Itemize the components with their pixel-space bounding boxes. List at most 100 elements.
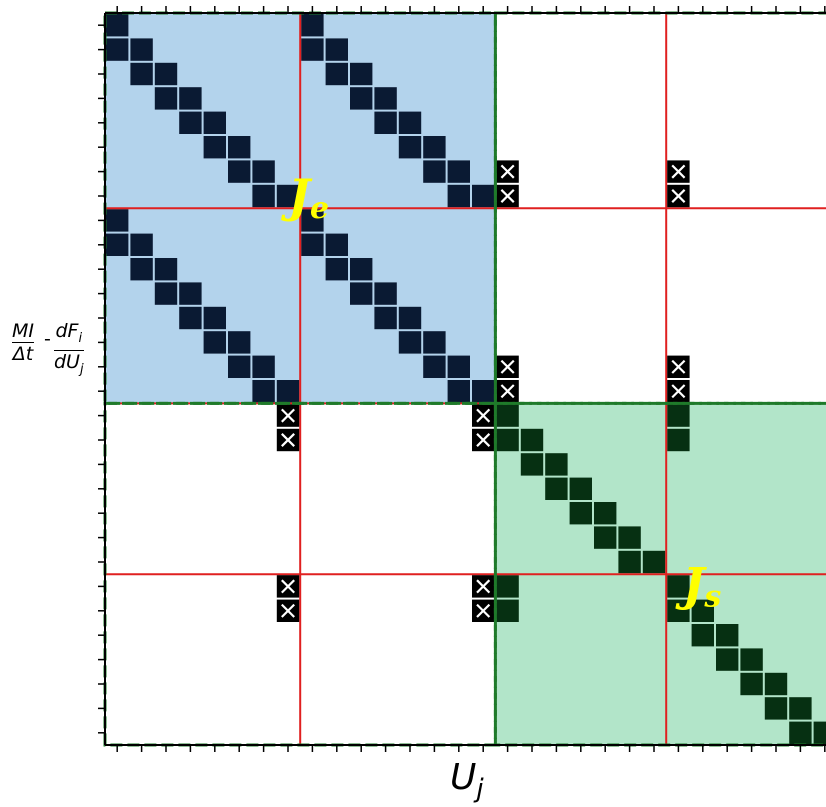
coupling-x-mark — [476, 579, 491, 594]
jacobian-entry — [179, 282, 202, 305]
jacobian-entry — [716, 648, 739, 671]
jacobian-entry — [228, 136, 251, 159]
jacobian-entry — [301, 14, 324, 37]
jacobian-entry — [203, 111, 226, 134]
jacobian-entry — [691, 624, 714, 647]
jacobian-entry — [496, 404, 519, 427]
jacobian-entry — [569, 502, 592, 525]
x-axis-label: Uj — [450, 757, 484, 805]
jacobian-entry — [374, 306, 397, 330]
jacobian-entry — [764, 697, 788, 720]
jacobian-entry — [179, 306, 202, 330]
jacobian-entry — [398, 111, 422, 134]
jacobian-entry — [447, 355, 470, 378]
jacobian-entry — [252, 355, 275, 378]
jacobian-entry — [618, 526, 641, 549]
coupling-x-mark — [500, 384, 515, 399]
jacobian-entry — [130, 38, 153, 61]
jacobian-entry — [472, 380, 495, 403]
jacobian-entry — [154, 282, 178, 305]
jacobian-entry — [618, 550, 641, 574]
jacobian-entry — [423, 355, 446, 378]
coupling-x-mark — [281, 579, 295, 594]
coupling-x-mark — [281, 433, 295, 447]
jacobian-entry — [106, 209, 129, 232]
jacobian-entry — [520, 428, 544, 452]
jacobian-entry — [228, 160, 251, 183]
jacobian-entry — [569, 477, 592, 500]
jacobian-entry — [740, 648, 763, 671]
jacobian-entry — [667, 404, 690, 427]
jacobian-entry — [106, 14, 129, 37]
jacobian-entry — [276, 184, 300, 208]
jacobian-entry — [203, 306, 226, 330]
coupling-x-mark — [671, 384, 686, 399]
jacobian-entry — [325, 233, 348, 256]
jacobian-entry — [374, 282, 397, 305]
jacobian-entry — [130, 258, 153, 281]
jacobian-entry — [325, 38, 348, 61]
jacobian-entry — [594, 526, 617, 549]
jacobian-entry — [252, 380, 275, 403]
jacobian-entry — [447, 160, 470, 183]
jacobian-entry — [667, 428, 690, 452]
jacobian-entry — [203, 136, 226, 159]
jacobian-entry — [764, 672, 788, 696]
jacobian-entry — [301, 209, 324, 232]
coupling-x-mark — [671, 189, 686, 203]
coupling-x-mark — [476, 408, 491, 423]
jacobian-entry — [350, 62, 373, 86]
jacobian-entry — [325, 62, 348, 86]
jacobian-entry — [350, 282, 373, 305]
coupling-x-mark — [671, 359, 686, 374]
jacobian-entry — [276, 380, 300, 403]
coupling-x-mark — [500, 359, 515, 374]
jacobian-entry — [740, 672, 763, 696]
jacobian-entry — [203, 331, 226, 354]
jacobian-entry — [496, 575, 519, 598]
jacobian-entry — [350, 258, 373, 281]
mass-term-fraction: MI Δt — [12, 320, 34, 365]
jacobian-entry — [374, 87, 397, 110]
flux-derivative-fraction: dFi dUj — [54, 320, 84, 381]
jacobian-entry — [350, 87, 373, 110]
jacobian-entry — [228, 331, 251, 354]
jacobian-entry — [398, 331, 422, 354]
jacobian-entry — [398, 306, 422, 330]
jacobian-entry — [642, 550, 666, 574]
jacobian-entry — [252, 184, 275, 208]
mass-term-numerator: MI — [12, 320, 34, 342]
flux-derivative-denominator: dUj — [54, 350, 84, 377]
jacobian-entry — [447, 184, 470, 208]
jacobian-entry — [423, 136, 446, 159]
mass-term-denominator: Δt — [12, 343, 34, 365]
y-axis-label: MI Δt - dFi dUj — [10, 318, 110, 378]
jacobian-entry — [154, 62, 178, 86]
jacobian-entry — [716, 624, 739, 647]
jacobian-entry — [325, 258, 348, 281]
jacobian-entry — [130, 62, 153, 86]
jacobian-entry — [520, 453, 544, 476]
jacobian-entry — [106, 233, 129, 256]
jacobian-entry — [179, 111, 202, 134]
jacobian-entry — [813, 721, 826, 744]
jacobian-entry — [545, 453, 568, 476]
jacobian-entry — [423, 160, 446, 183]
jacobian-entry — [447, 380, 470, 403]
jacobian-entry — [398, 136, 422, 159]
jacobian-entry — [789, 697, 812, 720]
coupling-x-mark — [281, 408, 295, 423]
jacobian-entry — [252, 160, 275, 183]
jacobian-entry — [594, 502, 617, 525]
jacobian-entry — [789, 721, 812, 744]
coupling-x-mark — [500, 189, 515, 203]
jacobian-entry — [374, 111, 397, 134]
flux-derivative-numerator: dFi — [55, 320, 83, 346]
minus-sign: - — [44, 328, 51, 350]
jacobian-entry — [423, 331, 446, 354]
jacobian-entry — [154, 87, 178, 110]
jacobian-entry — [545, 477, 568, 500]
jacobian-entry — [472, 184, 495, 208]
jacobian-entry — [691, 599, 714, 622]
